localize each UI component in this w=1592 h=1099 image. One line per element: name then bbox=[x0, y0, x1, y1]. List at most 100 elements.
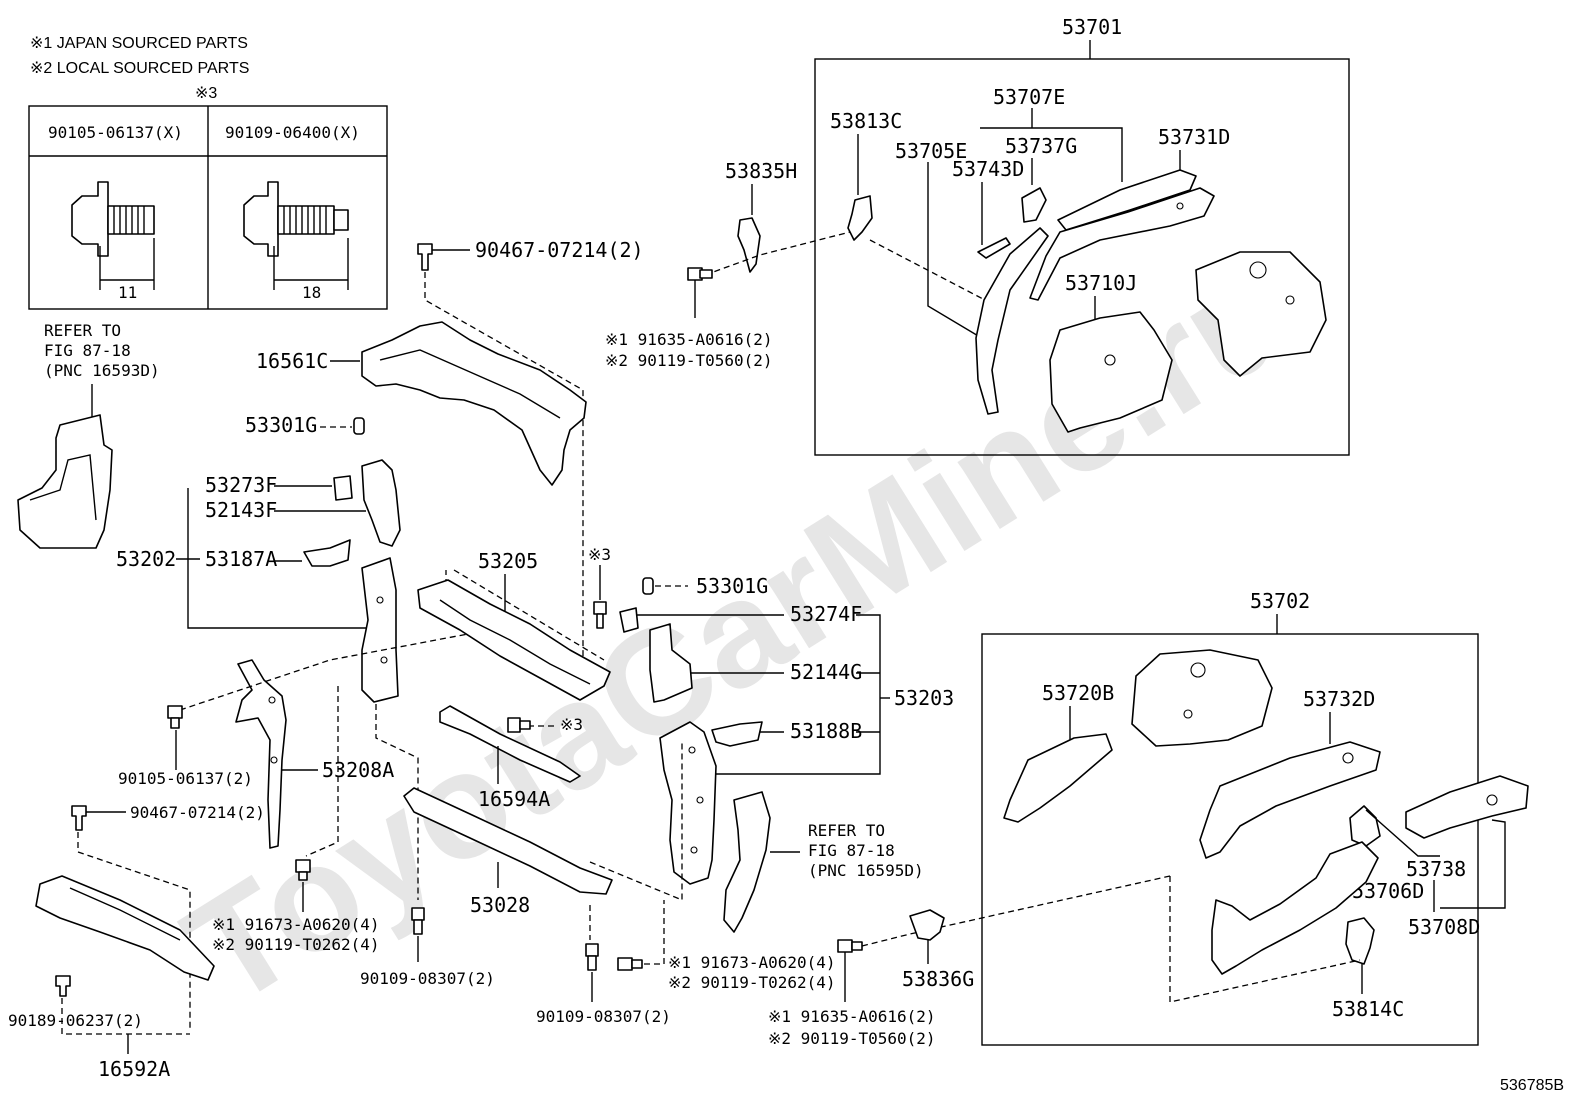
label-52143F: 52143F bbox=[205, 498, 277, 522]
part-53835H bbox=[737, 217, 761, 273]
bolt-icon-91635 bbox=[687, 267, 713, 318]
part-53737G bbox=[1021, 187, 1047, 223]
part-16594A bbox=[439, 705, 581, 783]
label-53202: 53202 bbox=[116, 547, 176, 571]
bolt-table: 90105-06137(X) 90109-06400(X) 11 18 bbox=[28, 105, 388, 310]
part-52144G bbox=[649, 623, 693, 703]
part-16592A bbox=[35, 875, 215, 981]
part-53188B bbox=[711, 721, 763, 747]
refer-right-line1: REFER TO bbox=[808, 821, 885, 840]
note-3: ※3 bbox=[195, 85, 217, 102]
part-53202-upright bbox=[361, 557, 399, 703]
part-53273F bbox=[333, 475, 353, 501]
bolt-table-col1: 90105-06137(X) bbox=[48, 123, 183, 142]
note-local: ※2 LOCAL SOURCED PARTS bbox=[30, 60, 249, 77]
label-52144G: 52144G bbox=[790, 660, 862, 684]
label-16592A: 16592A bbox=[98, 1057, 170, 1081]
part-16561C bbox=[361, 321, 587, 486]
label-53208A: 53208A bbox=[322, 758, 394, 782]
label-90119-t0560-top: ※2 90119-T0560(2) bbox=[605, 351, 773, 370]
refer-left-line3: (PNC 16593D) bbox=[44, 361, 160, 380]
label-90109-08307-left: 90109-08307(2) bbox=[360, 969, 495, 988]
part-53274F bbox=[619, 607, 639, 633]
label-53720B: 53720B bbox=[1042, 681, 1114, 705]
label-53737G: 53737G bbox=[1005, 134, 1077, 158]
label-91635-a0616-top: ※1 91635-A0616(2) bbox=[605, 330, 773, 349]
label-53274F: 53274F bbox=[790, 602, 862, 626]
part-53743D bbox=[977, 237, 1011, 259]
part-53813C bbox=[847, 195, 873, 241]
assembly-box-53701 bbox=[814, 58, 1350, 456]
refer-right-line3: (PNC 16595D) bbox=[808, 861, 924, 880]
refer-left-line2: FIG 87-18 bbox=[44, 341, 131, 360]
label-53731D: 53731D bbox=[1158, 125, 1230, 149]
label-53732D: 53732D bbox=[1303, 687, 1375, 711]
part-53720B bbox=[1003, 733, 1113, 823]
diagram-code: 536785B bbox=[1500, 1077, 1564, 1094]
label-53813C: 53813C bbox=[830, 109, 902, 133]
label-53188B: 53188B bbox=[790, 719, 862, 743]
seal-part-left bbox=[17, 414, 113, 549]
part-53706D bbox=[1349, 805, 1381, 847]
bolt-dim-18: 18 bbox=[302, 283, 321, 302]
label-91635-a0616-bottom: ※1 91635-A0616(2) bbox=[768, 1007, 936, 1026]
bolt-icon-long bbox=[243, 181, 349, 290]
label-90189-06237: 90189-06237(2) bbox=[8, 1011, 143, 1030]
note-japan: ※1 JAPAN SOURCED PARTS bbox=[30, 35, 248, 52]
part-tower-53702 bbox=[1131, 649, 1273, 747]
part-53732D bbox=[1199, 741, 1381, 859]
refer-left-line1: REFER TO bbox=[44, 321, 121, 340]
clip-90467-top bbox=[417, 243, 433, 271]
label-53205: 53205 bbox=[478, 549, 538, 573]
label-53708D: 53708D bbox=[1408, 915, 1480, 939]
label-91673-a0620-right: ※1 91673-A0620(4) bbox=[668, 953, 836, 972]
part-53208A bbox=[235, 659, 287, 849]
part-53814C bbox=[1345, 917, 1375, 965]
part-53203-upright bbox=[659, 721, 717, 885]
part-53836G bbox=[909, 909, 945, 941]
clip-90467-bottom bbox=[71, 805, 87, 831]
label-91673-a0620-left: ※1 91673-A0620(4) bbox=[212, 915, 380, 934]
bolt-icon-90105 bbox=[167, 705, 183, 729]
part-53710J bbox=[1049, 311, 1173, 433]
part-53028 bbox=[403, 787, 613, 895]
label-90119-t0262-left: ※2 90119-T0262(4) bbox=[212, 935, 380, 954]
seal-part-right bbox=[723, 791, 771, 933]
part-53187A bbox=[303, 539, 351, 567]
part-tower-53701 bbox=[1195, 251, 1327, 377]
bolt-table-col2: 90109-06400(X) bbox=[225, 123, 360, 142]
label-53701: 53701 bbox=[1062, 15, 1122, 39]
label-53301G-upper: 53301G bbox=[245, 413, 317, 437]
label-90119-t0262-right: ※2 90119-T0262(4) bbox=[668, 973, 836, 992]
label-53187A: 53187A bbox=[205, 547, 277, 571]
label-90105-06137: 90105-06137(2) bbox=[118, 769, 253, 788]
label-90109-08307-right: 90109-08307(2) bbox=[536, 1007, 671, 1026]
part-53705E bbox=[975, 227, 1049, 415]
label-53836G: 53836G bbox=[902, 967, 974, 991]
label-16561C: 16561C bbox=[256, 349, 328, 373]
label-53273F: 53273F bbox=[205, 473, 277, 497]
assembly-box-53702 bbox=[981, 633, 1479, 1046]
bolt-dim-11: 11 bbox=[118, 283, 137, 302]
part-52143F bbox=[361, 459, 401, 547]
bolt-icon-short bbox=[71, 181, 155, 290]
label-53301G-lower: 53301G bbox=[696, 574, 768, 598]
label-90119-t0560-bottom: ※2 90119-T0560(2) bbox=[768, 1029, 936, 1048]
label-53203: 53203 bbox=[894, 686, 954, 710]
part-53731D bbox=[1029, 187, 1215, 301]
label-53028: 53028 bbox=[470, 893, 530, 917]
label-53707E: 53707E bbox=[993, 85, 1065, 109]
part-53708D bbox=[1211, 841, 1379, 975]
clip-90189 bbox=[55, 975, 71, 997]
label-53702: 53702 bbox=[1250, 589, 1310, 613]
label-53710J: 53710J bbox=[1065, 271, 1137, 295]
refer-right-line2: FIG 87-18 bbox=[808, 841, 895, 860]
label-90467-07214-bottom: 90467-07214(2) bbox=[130, 803, 265, 822]
label-53738: 53738 bbox=[1406, 857, 1466, 881]
label-53814C: 53814C bbox=[1332, 997, 1404, 1021]
label-90467-07214-top: 90467-07214(2) bbox=[475, 238, 644, 262]
label-53743D: 53743D bbox=[952, 157, 1024, 181]
label-53835H: 53835H bbox=[725, 159, 797, 183]
part-53738 bbox=[1405, 775, 1529, 839]
